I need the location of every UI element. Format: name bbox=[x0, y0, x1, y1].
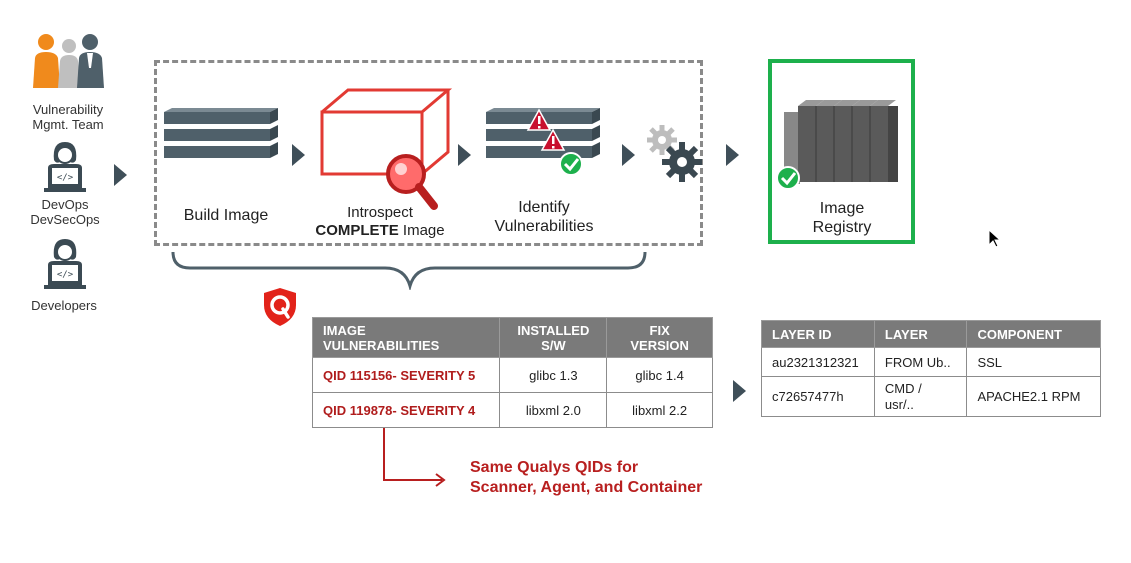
table-header-row: IMAGE VULNERABILITIES INSTALLED S/W FIX … bbox=[311, 317, 713, 358]
role-label-devops: DevOps DevSecOps bbox=[30, 197, 100, 227]
developer-icon: </> bbox=[44, 239, 86, 289]
arrow-identify-to-gears bbox=[622, 144, 635, 166]
step-introspect-label: Introspect COMPLETE Image bbox=[300, 204, 460, 240]
check-icon bbox=[778, 166, 800, 190]
pipeline-box bbox=[154, 60, 703, 246]
col-header-layer: LAYER bbox=[873, 320, 968, 348]
qid-cell: QID 119878- SEVERITY 4 bbox=[311, 392, 501, 428]
arrow-vuln-to-layer bbox=[733, 380, 746, 402]
installed-cell: libxml 2.0 bbox=[499, 392, 608, 428]
svg-text:</>: </> bbox=[57, 173, 74, 183]
warning-icon bbox=[526, 108, 552, 131]
arrow-build-to-introspect bbox=[292, 144, 305, 166]
layer-cell: FROM Ub.. bbox=[873, 347, 968, 377]
introspect-bold: COMPLETE bbox=[315, 222, 399, 239]
registry-label: Image Registry bbox=[812, 200, 872, 236]
table-row: QID 119878- SEVERITY 4 libxml 2.0 libxml… bbox=[311, 392, 713, 428]
fix-cell: glibc 1.4 bbox=[606, 357, 713, 393]
layer-id-cell: au2321312321 bbox=[761, 347, 875, 377]
role-label-vuln-team: Vulnerability Mgmt. Team bbox=[32, 102, 104, 132]
col-header-fix: FIX VERSION bbox=[606, 317, 713, 358]
qid-cell: QID 115156- SEVERITY 5 bbox=[311, 357, 501, 393]
layer-cell: CMD / usr/.. bbox=[873, 376, 968, 417]
devops-person-icon: </> bbox=[44, 142, 86, 192]
image-layers-icon bbox=[164, 108, 278, 158]
qid-note: Same Qualys QIDs for Scanner, Agent, and… bbox=[470, 459, 703, 496]
table-row: QID 115156- SEVERITY 5 glibc 1.3 glibc 1… bbox=[311, 357, 713, 393]
table-row: c72657477h CMD / usr/.. APACHE2.1 RPM bbox=[761, 376, 1101, 417]
image-vulnerabilities-table: IMAGE VULNERABILITIES INSTALLED S/W FIX … bbox=[311, 317, 713, 428]
introspect-rest: Image bbox=[398, 222, 445, 239]
note-connector-arrow bbox=[383, 428, 446, 487]
qualys-shield-icon bbox=[264, 288, 296, 326]
introspect-box-icon bbox=[320, 88, 453, 210]
table-header-row: LAYER ID LAYER COMPONENT bbox=[761, 320, 1101, 348]
registry-box bbox=[768, 59, 915, 244]
col-header-layer-id: LAYER ID bbox=[761, 320, 875, 348]
component-cell: APACHE2.1 RPM bbox=[966, 376, 1101, 417]
arrow-roles-to-pipeline bbox=[114, 164, 127, 186]
role-label-developers: Developers bbox=[31, 298, 97, 313]
gears-icon bbox=[647, 125, 702, 182]
introspect-line1: Introspect bbox=[347, 204, 413, 221]
svg-text:</>: </> bbox=[57, 270, 74, 280]
col-header-installed: INSTALLED S/W bbox=[499, 317, 608, 358]
table-row: au2321312321 FROM Ub.. SSL bbox=[761, 347, 1101, 377]
arrow-to-registry bbox=[726, 144, 739, 166]
fix-cell: libxml 2.2 bbox=[606, 392, 713, 428]
arrow-introspect-to-identify bbox=[458, 144, 471, 166]
layer-table: LAYER ID LAYER COMPONENT au2321312321 FR… bbox=[761, 320, 1101, 417]
step-identify-label: Identify Vulnerabilities bbox=[494, 199, 594, 235]
layer-id-cell: c72657477h bbox=[761, 376, 875, 417]
vulnerable-layers-icon bbox=[486, 108, 600, 176]
col-header-vulnerabilities: IMAGE VULNERABILITIES bbox=[311, 317, 501, 358]
mouse-cursor-icon bbox=[988, 229, 1002, 248]
component-cell: SSL bbox=[966, 347, 1101, 377]
registry-stack-icon bbox=[778, 100, 898, 190]
team-icon bbox=[33, 34, 104, 88]
pipeline-brace bbox=[171, 251, 647, 290]
col-header-component: COMPONENT bbox=[966, 320, 1101, 348]
installed-cell: glibc 1.3 bbox=[499, 357, 608, 393]
step-build-label: Build Image bbox=[183, 207, 269, 224]
